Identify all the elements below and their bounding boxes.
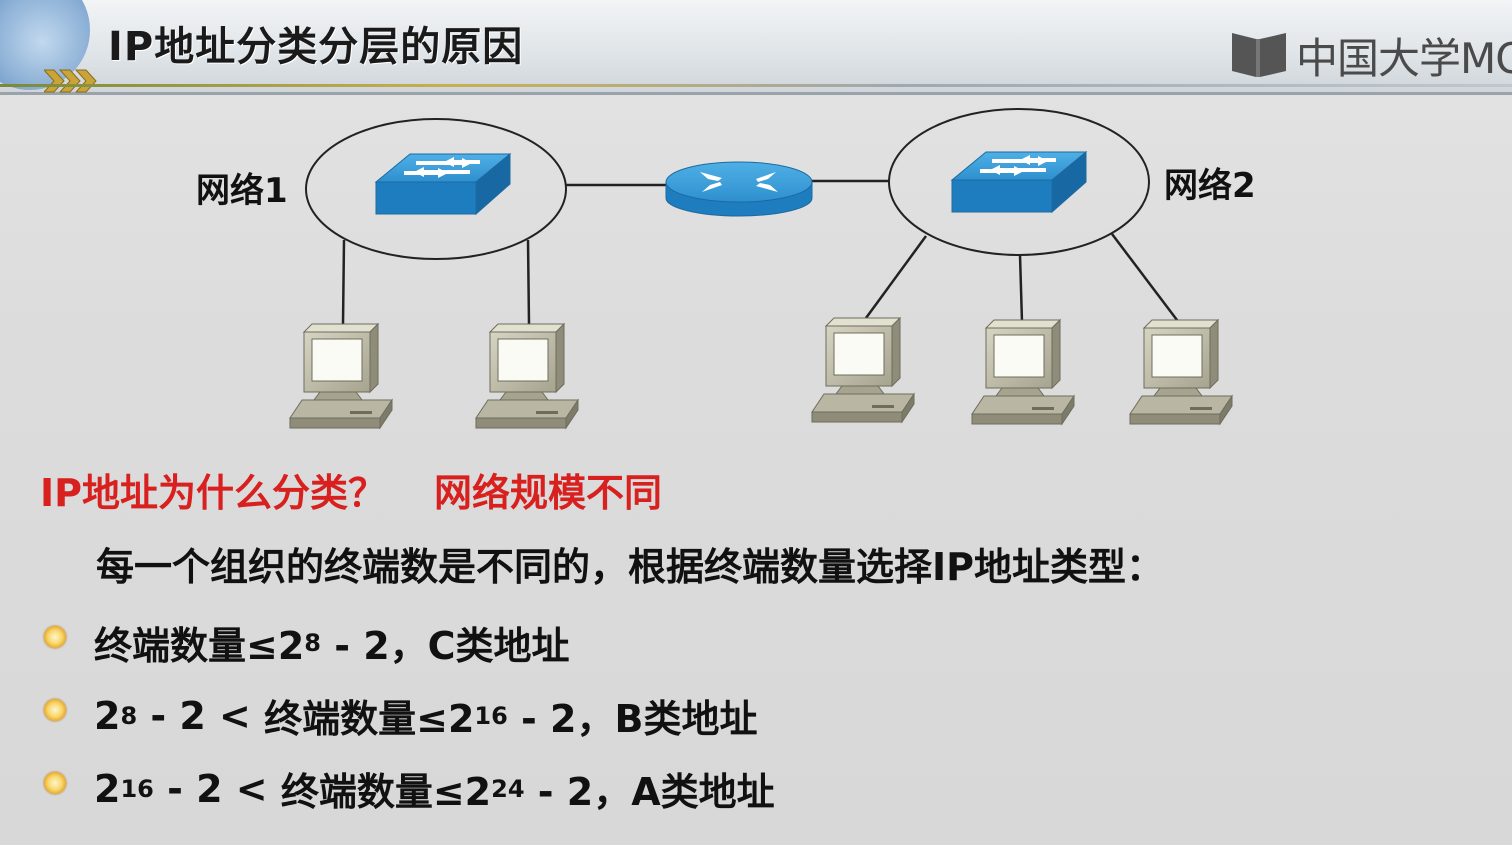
link-host-5 xyxy=(1112,234,1180,324)
switch-icon xyxy=(376,154,510,214)
logo-text: 中国大学MO xyxy=(1296,25,1512,86)
mooc-logo: 中国大学MO xyxy=(1228,30,1512,80)
question-text: IP地址为什么分类？ xyxy=(40,471,386,515)
computer-icon xyxy=(476,324,578,428)
header-bar: IP地址分类分层的原因 中国大学MO xyxy=(0,0,1512,95)
computer-icon xyxy=(290,324,392,428)
link-host-1 xyxy=(343,240,344,324)
header-divider xyxy=(0,84,1512,87)
switch-icon xyxy=(952,152,1086,212)
computer-icon xyxy=(972,320,1074,424)
bullet-circle-icon xyxy=(44,772,66,794)
intro-text: 每一个组织的终端数是不同的，根据终端数量选择IP地址类型： xyxy=(96,536,1164,591)
link-host-2 xyxy=(528,240,529,324)
network1-label: 网络1 xyxy=(196,171,288,211)
network2-label: 网络2 xyxy=(1164,166,1256,206)
bullet-circle-icon xyxy=(44,626,66,648)
page-title: IP地址分类分层的原因 xyxy=(108,14,523,72)
question-answer: 网络规模不同 xyxy=(434,471,662,515)
book-logo-icon xyxy=(1228,29,1290,81)
computer-icon xyxy=(812,318,914,422)
network-diagram: 网络1 网络2 xyxy=(0,92,1512,442)
link-host-3 xyxy=(866,236,926,318)
link-host-4 xyxy=(1020,255,1022,322)
computer-icon xyxy=(1130,320,1232,424)
question-line: IP地址为什么分类？ 网络规模不同 xyxy=(40,462,662,517)
router-icon xyxy=(666,162,812,216)
bullet-circle-icon xyxy=(44,699,66,721)
